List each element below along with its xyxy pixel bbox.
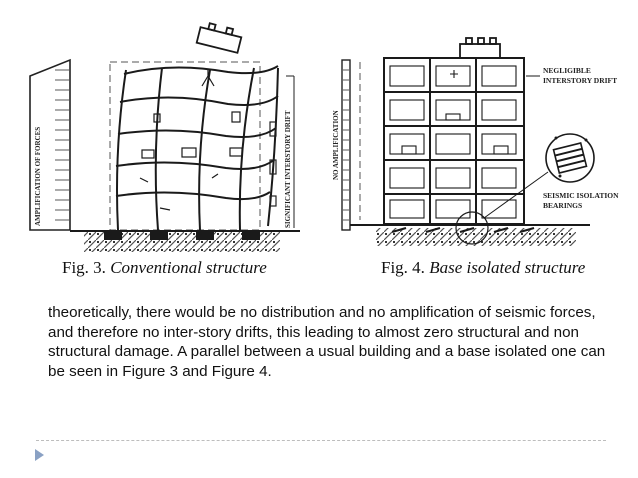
body-paragraph: theoretically, there would be no distrib… — [48, 304, 606, 380]
fig4-bearing-label-line2: BEARINGS — [543, 201, 582, 210]
fig3-rooftop-unit — [195, 22, 243, 54]
fig4-caption: Fig. 4. Base isolated structure — [381, 258, 585, 278]
fig4-diagram: NO AMPLIFICATION — [332, 37, 619, 246]
fig3-diagram: AMPLIFICATION OF FORCES — [29, 22, 300, 252]
fig4-left-axis-label: NO AMPLIFICATION — [332, 110, 340, 180]
fig4-bearing-detail — [545, 133, 595, 183]
bullet-arrow-icon — [35, 449, 44, 461]
fig4-force-bar — [341, 59, 351, 231]
fig3-distorted-building — [115, 65, 279, 231]
fig3-soil — [84, 232, 280, 252]
fig3-caption-title: Conventional structure — [110, 258, 267, 277]
fig4-bearing-label-line1: SEISMIC ISOLATION — [543, 191, 619, 200]
fig4-building — [383, 57, 525, 225]
fig3-left-axis-label: AMPLIFICATION OF FORCES — [34, 127, 42, 226]
fig4-soil — [376, 228, 576, 246]
fig3-drift-label: SIGNIFICANT INTERSTORY DRIFT — [284, 110, 292, 228]
slide-divider — [36, 440, 606, 441]
fig4-isolation-bearings — [391, 226, 535, 234]
fig4-rooftop-unit — [459, 37, 501, 59]
figures-illustration: AMPLIFICATION OF FORCES — [29, 22, 619, 252]
fig4-drift-label-line2: INTERSTORY DRIFT — [543, 76, 617, 85]
fig4-caption-title: Base isolated structure — [429, 258, 586, 277]
fig4-drift-label-line1: NEGLIGIBLE — [543, 66, 591, 75]
fig3-caption-number: Fig. 3. — [62, 258, 106, 277]
fig4-caption-number: Fig. 4. — [381, 258, 425, 277]
fig3-caption: Fig. 3. Conventional structure — [62, 258, 267, 278]
